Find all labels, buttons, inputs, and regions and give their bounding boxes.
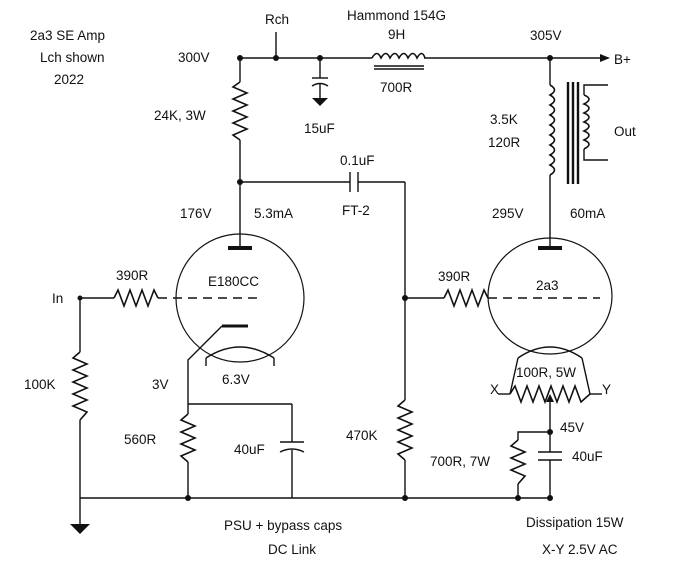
- resistor-470k: [395, 399, 415, 461]
- label-295v: 295V: [492, 206, 524, 221]
- label-output-current: 60mA: [570, 206, 605, 221]
- label-390r-input: 390R: [116, 268, 149, 283]
- label-y: Y: [602, 382, 611, 397]
- label-15uf: 15uF: [304, 121, 335, 136]
- label-300v: 300V: [178, 50, 210, 65]
- label-3v: 3V: [152, 377, 169, 392]
- node-gnd-560r: [185, 495, 191, 501]
- label-100k: 100K: [24, 377, 56, 392]
- label-out: Out: [614, 124, 636, 139]
- label-driver-tube: E180CC: [208, 274, 259, 289]
- label-700r: 700R, 7W: [430, 454, 490, 469]
- label-heater-driver: 6.3V: [222, 372, 250, 387]
- cap-15uf-symbol: [311, 58, 329, 106]
- label-390r-output: 390R: [438, 269, 471, 284]
- ot-primary-coil: [548, 84, 556, 176]
- label-470k: 470K: [346, 428, 378, 443]
- label-choke-dcr: 700R: [380, 80, 413, 95]
- label-hum-pot: 100R, 5W: [516, 365, 576, 380]
- node-rch: [273, 55, 279, 61]
- label-40uf-output: 40uF: [572, 449, 603, 464]
- label-psu-note: PSU + bypass caps: [224, 518, 342, 533]
- label-choke-value: 9H: [388, 27, 405, 42]
- label-choke-model: Hammond 154G: [347, 8, 446, 23]
- driver-tube: [158, 233, 305, 404]
- label-45v: 45V: [560, 420, 584, 435]
- ground-symbol: [70, 524, 90, 534]
- cap-40uf-driver-curve: [279, 448, 305, 453]
- label-24k: 24K, 3W: [154, 108, 206, 123]
- title-line-1: 2a3 SE Amp: [30, 28, 105, 43]
- label-40uf-driver: 40uF: [234, 442, 265, 457]
- label-b-plus: B+: [614, 52, 631, 67]
- wire-700r-top: [517, 431, 550, 440]
- ot-core: [566, 82, 580, 184]
- ot-sec-lead-top: [583, 84, 608, 95]
- label-176v: 176V: [180, 206, 212, 221]
- label-output-tube: 2a3: [536, 278, 559, 293]
- label-rch: Rch: [265, 12, 289, 27]
- label-ot-dcr: 120R: [488, 135, 521, 150]
- title-line-3: 2022: [54, 72, 84, 87]
- label-coupling-cap-type: FT-2: [342, 203, 370, 218]
- b-plus-arrow: [600, 54, 610, 62]
- label-xy-ac: X-Y 2.5V AC: [542, 542, 618, 557]
- label-dc-link: DC Link: [268, 542, 316, 557]
- resistor-390r-output: [443, 287, 489, 309]
- label-dissipation: Dissipation 15W: [526, 515, 624, 530]
- resistor-24k: [230, 81, 250, 141]
- label-coupling-cap: 0.1uF: [340, 153, 375, 168]
- label-560r: 560R: [124, 432, 157, 447]
- hum-pot-wiper: [546, 394, 554, 402]
- label-ot-primary: 3.5K: [490, 112, 518, 127]
- label-driver-current: 5.3mA: [254, 206, 293, 221]
- choke-inductor: [371, 52, 426, 70]
- label-in: In: [52, 291, 63, 306]
- ot-secondary-coil: [582, 94, 590, 150]
- resistor-390r-input: [113, 287, 159, 309]
- ot-sec-lead-bottom: [583, 149, 608, 161]
- title-line-2: Lch shown: [40, 50, 105, 65]
- resistor-100k: [70, 351, 90, 421]
- label-x: X: [490, 382, 499, 397]
- output-tube: [487, 237, 613, 395]
- hum-pot-resistor: [509, 383, 591, 405]
- resistor-560r: [178, 413, 198, 463]
- resistor-700r: [508, 439, 528, 485]
- label-305v: 305V: [530, 28, 562, 43]
